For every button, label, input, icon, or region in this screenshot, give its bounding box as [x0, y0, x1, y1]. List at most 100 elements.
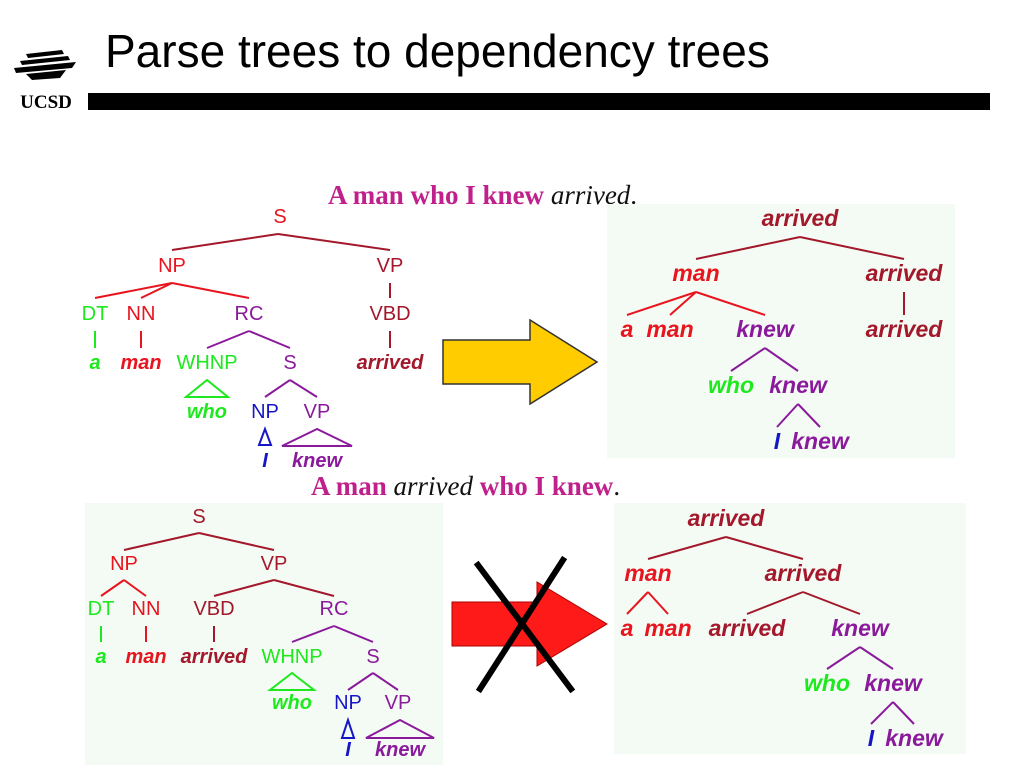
dep2-word-a: a: [621, 615, 634, 641]
tree-edge: [626, 591, 649, 615]
tree2-node-s2: S: [366, 646, 379, 668]
tree-edge: [171, 233, 279, 251]
tree2-node-nn: NN: [132, 598, 161, 620]
tree1-node-dt: DT: [82, 303, 109, 325]
dep1-node-knew2: knew: [769, 372, 829, 398]
dep1-node-man: man: [672, 260, 719, 286]
conversion-arrow-valid: [442, 318, 599, 406]
title-underline-bar: [88, 93, 990, 110]
subtree-triangle: [365, 718, 435, 739]
dep1-node-knew: knew: [736, 316, 796, 342]
tree-edge: [826, 646, 861, 670]
subtree-triangle: [267, 671, 317, 691]
tree-edge: [797, 403, 821, 428]
tree2-node-np: NP: [110, 553, 138, 575]
tree-edge: [695, 291, 766, 316]
dependency-tree-1-panel: [607, 204, 955, 458]
tree-edge: [264, 379, 291, 398]
dep2-node-arrived-root: arrived: [688, 505, 766, 531]
tree1-node-vbd: VBD: [369, 303, 410, 325]
tree1-word-knew: knew: [292, 450, 343, 472]
tree1-node-np: NP: [158, 255, 186, 277]
tree-edge: [333, 625, 374, 643]
dep2-word-man: man: [644, 615, 691, 641]
tree-edge: [289, 379, 318, 398]
dep1-word-knew: knew: [791, 428, 851, 454]
tree-edge: [206, 330, 250, 349]
tree-edge: [870, 701, 894, 725]
tree-edge: [372, 672, 399, 691]
tree2-node-vbd: VBD: [193, 598, 234, 620]
tree1-node-rc: RC: [235, 303, 264, 325]
subtree-triangle: [340, 716, 356, 739]
tree-edge: [859, 646, 894, 670]
tree-edge: [291, 625, 335, 643]
dep2-node-knew2: knew: [864, 670, 924, 696]
subtree-triangle: [281, 427, 353, 447]
sentence-2-italic: arrived: [393, 471, 474, 501]
sentence-1-end: .: [630, 180, 638, 210]
tree-triangles-layer: [183, 378, 435, 739]
tree1-node-s2: S: [283, 352, 296, 374]
dep2-word-knew: knew: [885, 725, 945, 751]
tree2-node-vp2: VP: [385, 692, 412, 714]
subtree-triangle: [257, 426, 273, 446]
tree2-word-knew: knew: [375, 739, 426, 761]
subtree-triangle: [183, 378, 231, 398]
tree-edge: [626, 291, 697, 316]
sentence-2: A man arrived who I knew.: [311, 471, 620, 502]
tree-edge: [725, 536, 804, 560]
tree-edge: [799, 236, 905, 260]
dep2-word-i: I: [868, 725, 875, 751]
dep2-word-arrived: arrived: [709, 615, 787, 641]
tree2-node-np2: NP: [334, 692, 362, 714]
dep2-node-arrived: arrived: [765, 560, 843, 586]
tree1-word-a: a: [89, 352, 100, 374]
sentence-2-bold-2: who I knew: [479, 471, 614, 501]
tree1-word-arrived: arrived: [357, 352, 424, 374]
sentence-1-bold: A man who I knew: [328, 180, 545, 210]
dep1-word-a: a: [621, 316, 634, 342]
tree-edge: [277, 233, 391, 251]
tree-edge: [213, 579, 275, 597]
conversion-arrow-invalid: [451, 581, 608, 667]
dependency-tree-2-panel: [614, 503, 966, 754]
tree2-word-a: a: [95, 646, 106, 668]
tree1-node-nn: NN: [127, 303, 156, 325]
tree-edge: [198, 532, 275, 551]
dep1-word-i: I: [774, 428, 781, 454]
tree1-node-vp2: VP: [304, 401, 331, 423]
tree-edge: [746, 591, 804, 615]
tree-edge: [94, 282, 173, 299]
tree1-node-vp: VP: [377, 255, 404, 277]
tree-edge: [764, 347, 799, 372]
tree1-word-i: I: [262, 450, 268, 472]
dep2-node-knew: knew: [831, 615, 891, 641]
tree-edge: [123, 579, 147, 597]
tree2-node-vp: VP: [261, 553, 288, 575]
tree1-node-s: S: [273, 206, 286, 228]
tree-edge: [892, 701, 915, 725]
sentence-2-end: .: [613, 471, 621, 501]
tree-edge: [171, 282, 250, 299]
parse-tree-2-panel: [85, 503, 443, 765]
tree2-word-who: who: [272, 692, 312, 714]
dep1-word-man: man: [646, 316, 693, 342]
tree2-word-man: man: [125, 646, 166, 668]
dep2-word-who: who: [804, 670, 850, 696]
tree-edge: [273, 579, 335, 597]
dep1-word-arrived: arrived: [866, 316, 944, 342]
tree-edge: [140, 282, 173, 299]
cross-out-x-icon: [473, 555, 576, 694]
tree-edges-layer: [94, 233, 915, 725]
tree1-node-whnp: WHNP: [176, 352, 237, 374]
tree2-node-dt: DT: [88, 598, 115, 620]
tree-edge: [248, 330, 291, 349]
tree2-node-whnp: WHNP: [261, 646, 322, 668]
arrows-layer: [442, 318, 608, 694]
tree-edge: [647, 536, 727, 560]
tree-edge: [730, 347, 766, 372]
tree1-word-man: man: [120, 352, 161, 374]
